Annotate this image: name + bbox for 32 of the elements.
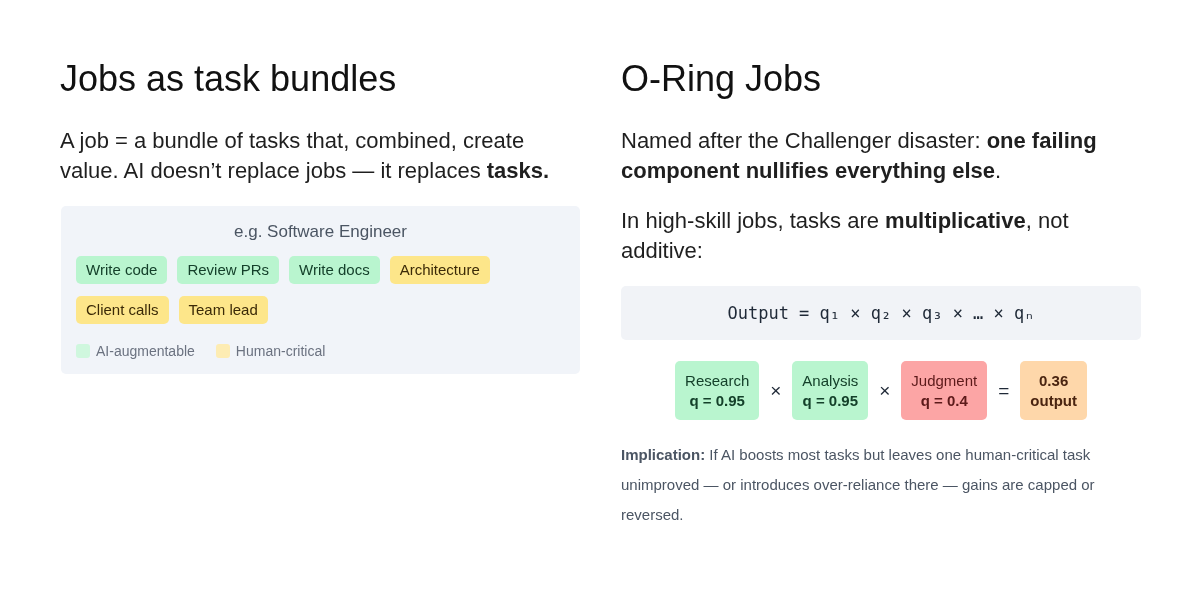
factor-box — [1020, 361, 1087, 420]
task-tag: Review PRs — [177, 256, 280, 284]
factor-box — [901, 361, 988, 420]
task-tag: Write code — [76, 256, 168, 284]
intro-paragraph: A job = a bundle of tasks that, combined, create value. AI doesn’t replace jobs — it replaces tasks. — [60, 127, 550, 185]
task-tag: Architecture — [389, 256, 490, 284]
factor-value: q = 0.95 — [802, 390, 858, 411]
formula-text: Output = q₁ × q₂ × q₃ × … × qₙ — [727, 302, 1035, 325]
factor-box — [675, 361, 760, 420]
factor-name: Research — [685, 370, 750, 391]
legend-label: AI-augmentable — [96, 342, 195, 360]
operator-sign: × — [770, 378, 782, 403]
implication-note: Implication: If AI boosts most tasks but leaves one human-critical task unimproved — or introduces over-reliance there — gains are capped or reversed. — [621, 445, 1096, 525]
factor-name: Analysis — [802, 370, 859, 391]
factor-value: q = 0.4 — [920, 390, 968, 411]
example-panel — [61, 206, 580, 374]
result-value: 0.36 — [1039, 370, 1069, 391]
panel-heading: e.g. Software Engineer — [234, 221, 407, 243]
task-tag: Write docs — [289, 256, 380, 284]
task-tag: Client calls — [76, 296, 169, 324]
operator-sign: × — [879, 378, 891, 403]
section-heading: Jobs as task bundles — [60, 57, 397, 101]
operator-sign: = — [998, 378, 1010, 403]
legend-label: Human-critical — [235, 342, 326, 360]
factor-box — [792, 361, 869, 420]
result-label: output — [1030, 390, 1077, 411]
body-paragraph: Named after the Challenger disaster: one failing component nullifies everything else. — [621, 127, 1098, 185]
body-paragraph: In high-skill jobs, tasks are multiplicative, not additive: — [621, 207, 1070, 265]
task-tag: Team lead — [178, 296, 268, 324]
factor-value: q = 0.95 — [689, 390, 745, 411]
section-heading: O-Ring Jobs — [621, 57, 822, 101]
factor-name: Judgment — [911, 370, 978, 391]
